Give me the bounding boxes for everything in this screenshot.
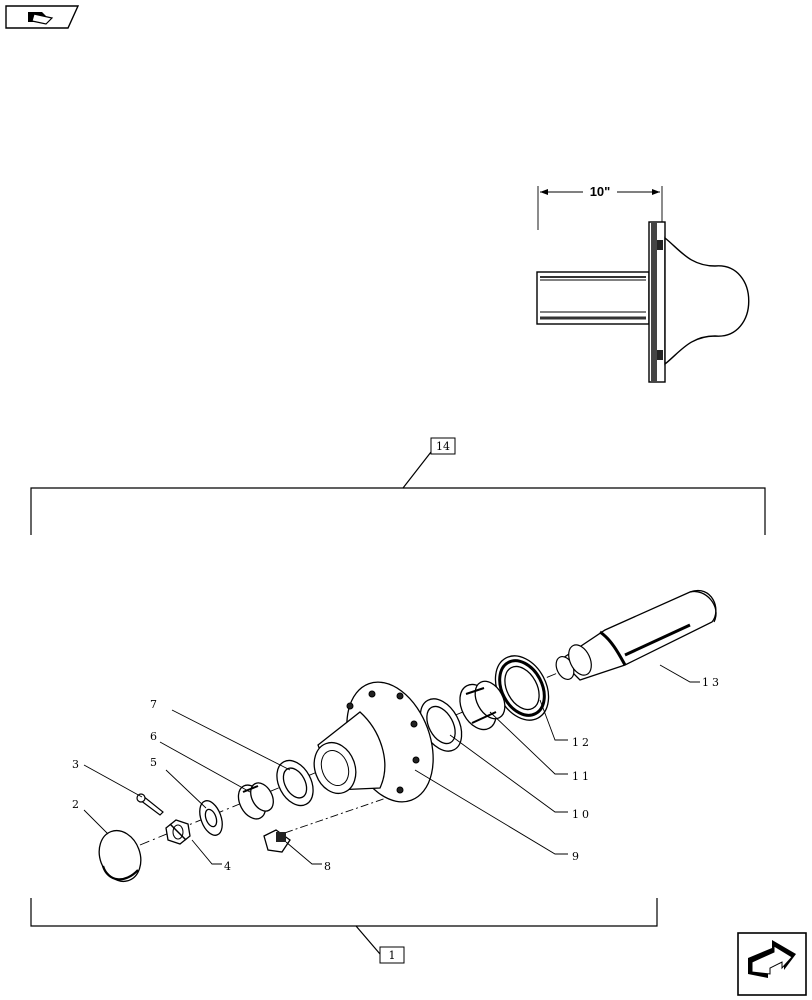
callout-leaders (83, 664, 700, 865)
group-bracket-bottom: 1 (30, 898, 658, 964)
back-to-index-button[interactable] (5, 5, 80, 29)
part-12-seal (494, 655, 550, 721)
callout-13[interactable]: 13 (702, 676, 722, 689)
group-bracket-top: 14 (30, 437, 766, 535)
part-2-dust-cap (98, 829, 142, 883)
hub-overview-drawing: 10" (536, 182, 750, 383)
callout-12[interactable]: 12 (572, 736, 592, 749)
callout-6[interactable]: 6 (150, 730, 157, 743)
dimension-label: 10" (590, 184, 611, 199)
callout-9[interactable]: 9 (572, 850, 579, 863)
callout-labels: 3 2 5 6 7 4 8 9 10 11 12 13 (72, 676, 722, 873)
part-8-grease-fitting (263, 829, 291, 853)
part-5-washer (199, 800, 223, 836)
group-label-14[interactable]: 14 (436, 440, 450, 453)
part-6-cone-bearing (237, 782, 274, 820)
next-page-button[interactable] (737, 932, 807, 996)
callout-4[interactable]: 4 (224, 860, 231, 873)
callout-8[interactable]: 8 (324, 860, 331, 873)
callout-7[interactable]: 7 (150, 698, 157, 711)
group-label-1[interactable]: 1 (389, 949, 396, 962)
callout-11[interactable]: 11 (572, 770, 592, 783)
part-11-cone-bearing (459, 680, 506, 731)
part-3-cotter-pin (136, 793, 164, 816)
callout-5[interactable]: 5 (150, 756, 157, 769)
part-9-hub (313, 681, 434, 803)
next-page-arrow-icon (748, 940, 796, 978)
part-7-bearing-cup (276, 759, 314, 807)
callout-2[interactable]: 2 (72, 798, 79, 811)
exploded-hub-assembly (98, 589, 717, 883)
callout-10[interactable]: 10 (572, 808, 592, 821)
part-4-nut (165, 819, 191, 845)
callout-3[interactable]: 3 (72, 758, 79, 771)
part-13-spindle (555, 589, 717, 681)
back-to-index-icon (28, 12, 54, 25)
